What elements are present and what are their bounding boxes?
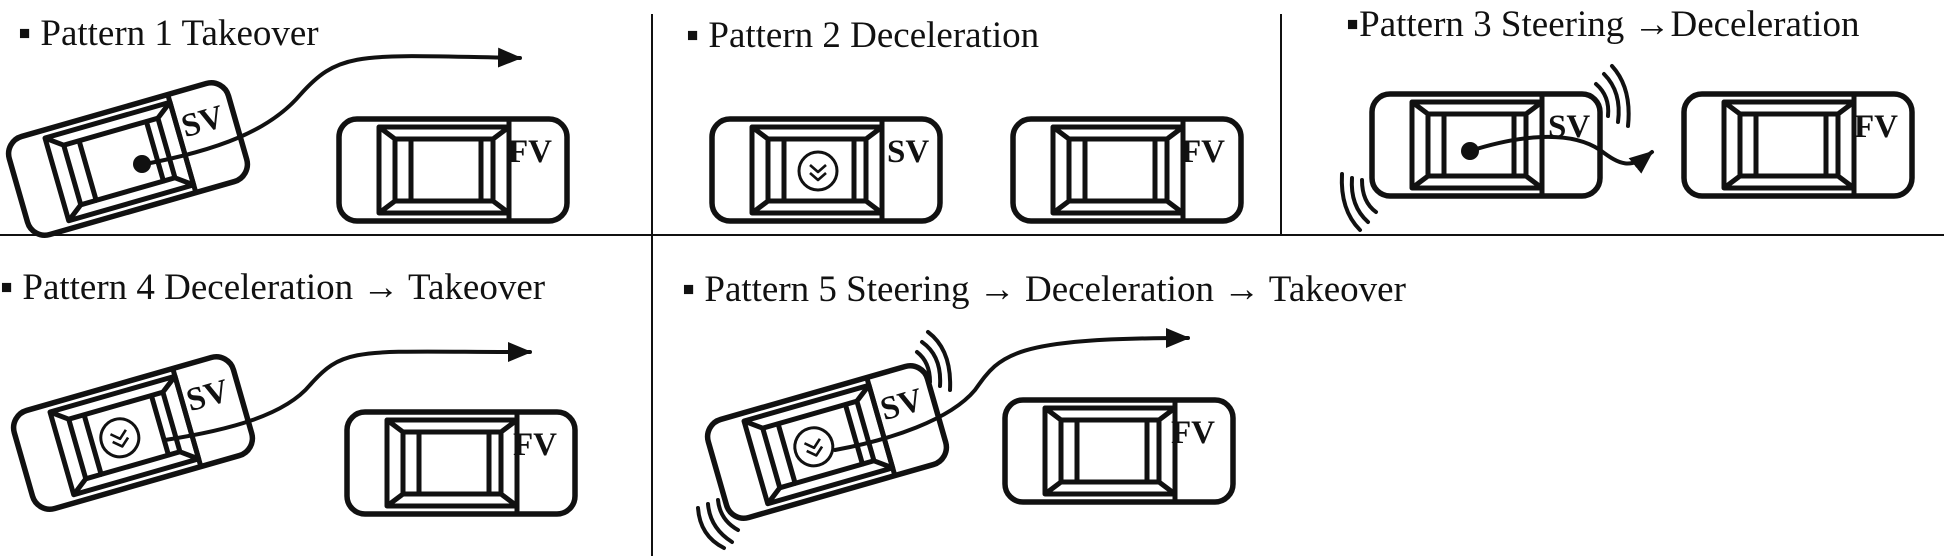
fv-label: FV — [1854, 109, 1898, 145]
pattern-2-title: ▪ Pattern 2 Deceleration — [686, 15, 1039, 56]
pattern-5-title: ▪ Pattern 5 Steering → Deceleration → Ta… — [682, 269, 1406, 310]
pattern-2-sv-car: SV — [712, 119, 940, 221]
pattern-3-steering-waves-front — [1594, 64, 1631, 128]
sv-label: SV — [887, 134, 929, 170]
pattern-3-trajectory — [1468, 135, 1654, 174]
fv-label: FV — [1181, 134, 1225, 170]
pattern-4-title: ▪ Pattern 4 Deceleration → Takeover — [0, 267, 545, 308]
pattern-5-steering-waves-front — [915, 330, 953, 392]
fv-label: FV — [513, 427, 557, 463]
pattern-1-sv-car: SV — [4, 79, 251, 240]
pattern-4-fv-car: FV — [347, 412, 575, 514]
pattern-1-fv-car: FV — [339, 119, 567, 221]
pattern-1-title: ▪ Pattern 1 Takeover — [18, 13, 319, 54]
pattern-3-title: ▪Pattern 3 Steering →Deceleration — [1346, 4, 1859, 45]
pattern-5-steering-waves-rear — [696, 498, 740, 550]
fv-label: FV — [508, 134, 552, 170]
pattern-1-trajectory — [138, 47, 522, 167]
pattern-4-trajectory — [163, 341, 532, 442]
pattern-3-fv-car: FV — [1684, 94, 1912, 196]
pattern-4-sv-car: SV — [9, 353, 256, 514]
pattern-2-fv-car: FV — [1013, 119, 1241, 221]
fv-label: FV — [1171, 415, 1215, 451]
pattern-5-fv-car: FV — [1005, 400, 1233, 502]
pattern-3-steering-waves-rear — [1339, 172, 1378, 232]
pattern-5-trajectory — [833, 328, 1190, 452]
deceleration-icon — [797, 150, 839, 192]
pattern-5-sv-car: SV — [703, 362, 950, 523]
